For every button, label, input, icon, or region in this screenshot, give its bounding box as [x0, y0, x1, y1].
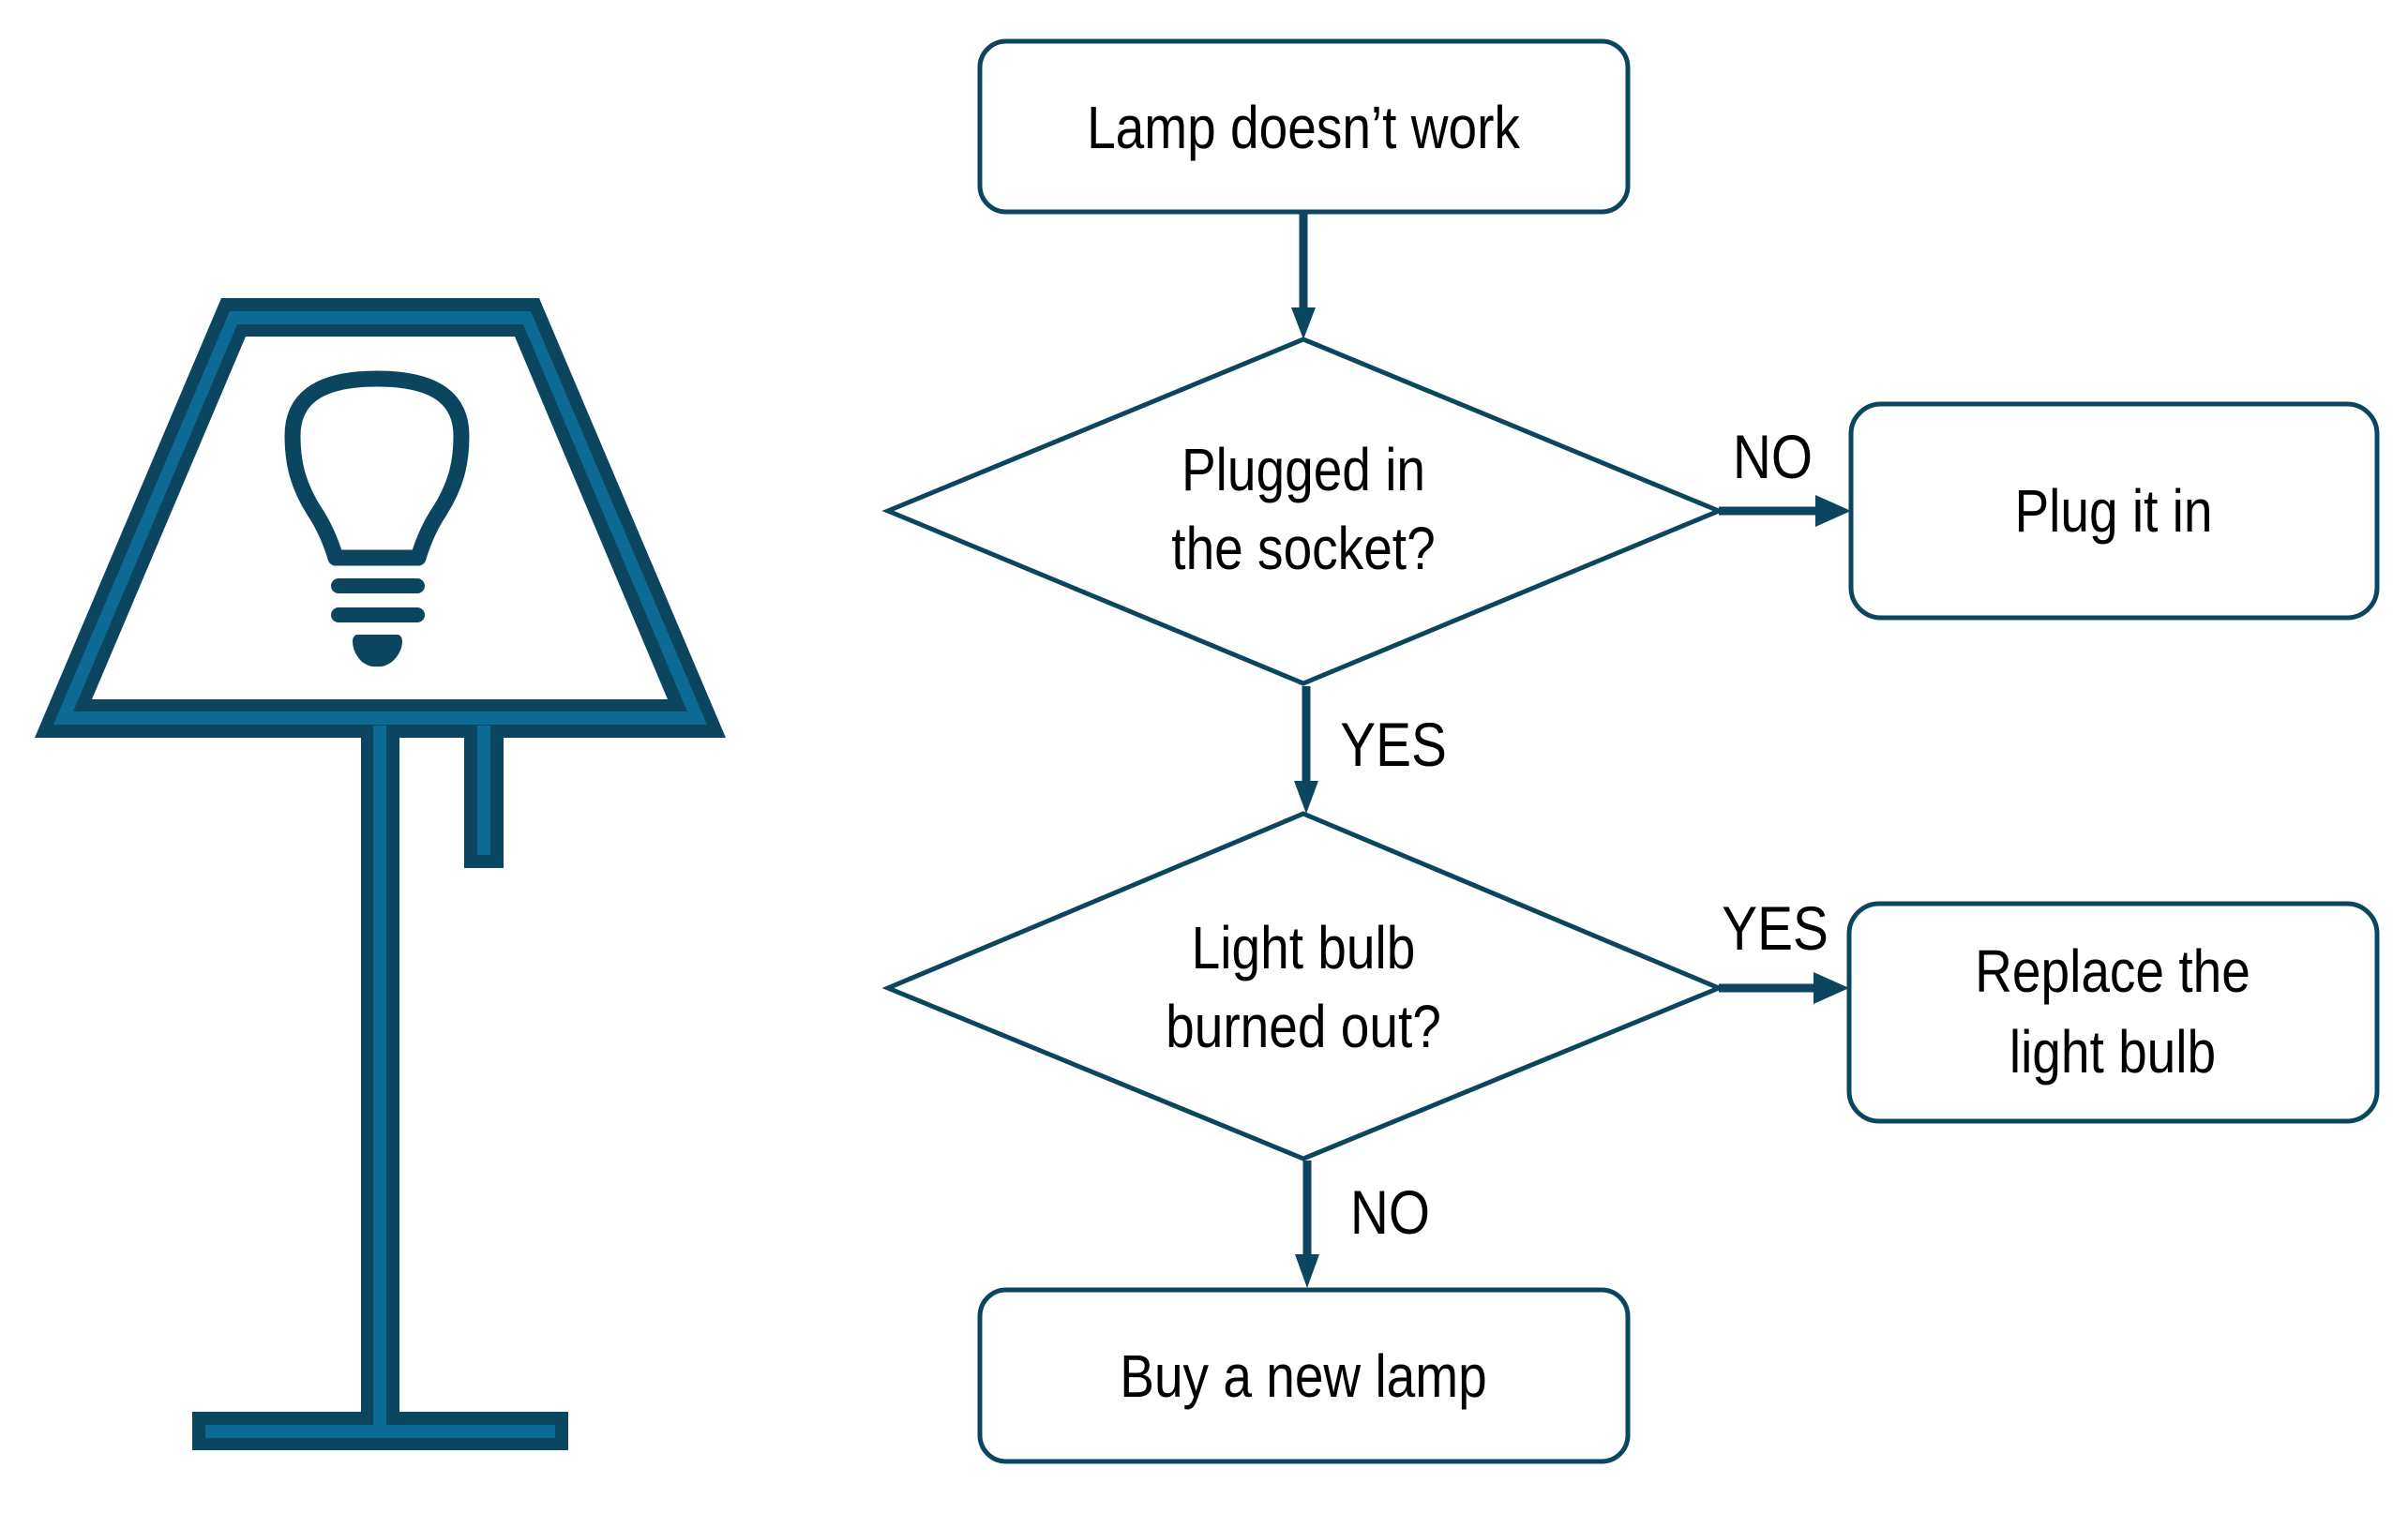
node-plugged-in-question[interactable]: Plugged in the socket? — [881, 337, 1725, 686]
node-label: Lamp doesn’t work — [1087, 94, 1520, 161]
arrowhead-icon — [1295, 1254, 1319, 1288]
node-lamp-doesnt-work[interactable]: Lamp doesn’t work — [977, 38, 1631, 215]
floor-lamp-icon — [35, 298, 726, 1450]
edge-label-q2-yes: YES — [1722, 894, 1829, 964]
light-bulb-icon — [284, 370, 470, 667]
edge-label-q2-no: NO — [1350, 1178, 1430, 1248]
node-label-line-1: Light bulb — [1192, 914, 1416, 981]
edge-label-q1-no: NO — [1733, 423, 1813, 492]
lamp-pull-chain-inner — [477, 726, 490, 855]
bulb-thread-1 — [331, 578, 425, 593]
arrowhead-icon — [1294, 781, 1318, 814]
bulb-tip — [353, 635, 402, 667]
node-buy-new-lamp[interactable]: Buy a new lamp — [977, 1287, 1631, 1464]
node-light-bulb-question[interactable]: Light bulb burned out? — [881, 811, 1725, 1161]
node-label: Plug it in — [2014, 477, 2212, 545]
lamp-pole-join — [373, 1406, 386, 1438]
edge-label-q1-yes: YES — [1340, 711, 1447, 780]
bulb-glass — [284, 370, 470, 566]
node-label: Buy a new lamp — [1120, 1342, 1486, 1410]
node-label-line-1: Plugged in — [1181, 436, 1425, 503]
lamp-pole-inner — [373, 726, 386, 1425]
lamp-shade-interior — [92, 337, 668, 699]
node-label-line-2: the socket? — [1171, 515, 1435, 582]
node-label-line-1: Replace the — [1975, 937, 2250, 1005]
node-replace-light-bulb[interactable]: Replace the light bulb — [1846, 901, 2380, 1124]
edge-start-to-q1 — [1291, 212, 1316, 339]
edge-q2-to-end: NO — [1295, 1161, 1430, 1288]
node-plug-it-in[interactable]: Plug it in — [1848, 401, 2380, 621]
edge-q1-to-a1: NO — [1719, 423, 1851, 527]
arrowhead-icon — [1291, 307, 1316, 339]
arrowhead-icon — [1815, 495, 1851, 527]
edge-q1-to-q2: YES — [1294, 686, 1447, 814]
bulb-thread-2 — [331, 607, 425, 622]
edge-q2-to-a2: YES — [1719, 894, 1849, 1004]
node-label-line-2: burned out? — [1166, 993, 1441, 1060]
node-label-line-2: light bulb — [2009, 1018, 2216, 1086]
arrowhead-icon — [1814, 972, 1849, 1004]
